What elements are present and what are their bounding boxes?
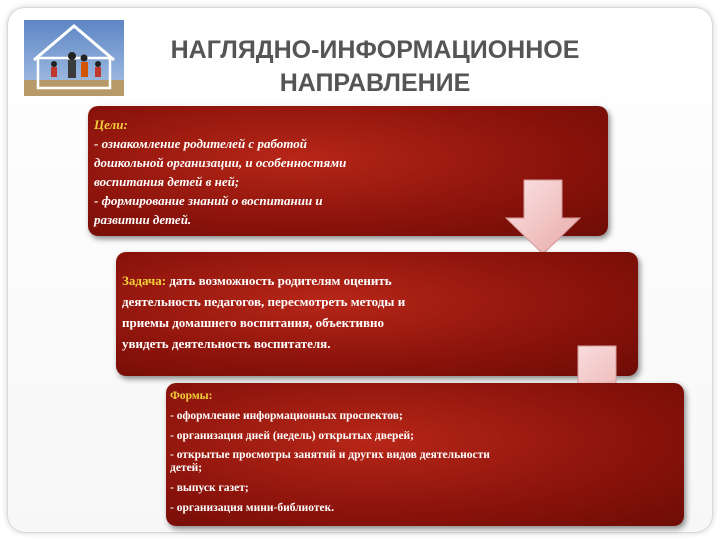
task-box: Задача: дать возможность родителям оцени… — [116, 252, 638, 376]
goals-line: развитии детей. — [94, 212, 192, 227]
task-line: дать возможность родителям оценить — [166, 273, 392, 288]
goals-line: дошкольной организации, и особенностями — [94, 155, 347, 170]
goals-line: воспитания детей в ней; — [94, 174, 240, 189]
down-arrow-icon — [504, 179, 582, 255]
forms-heading: Формы: — [170, 390, 213, 402]
list-item: - оформление информационных проспектов; — [170, 410, 403, 422]
list-item: - организация мини-библиотек. — [170, 502, 335, 514]
list-item: - выпуск газет; — [170, 482, 249, 494]
task-line: приемы домашнего воспитания, объективно — [122, 315, 385, 330]
goals-line: - ознакомление родителей с работой — [94, 136, 307, 151]
list-item: - организация дней (недель) открытых две… — [170, 430, 414, 442]
list-item: - открытые просмотры занятий и других ви… — [170, 449, 490, 474]
goals-line: - формирование знаний о воспитании и — [94, 193, 323, 208]
task-line: деятельность педагогов, пересмотреть мет… — [122, 294, 406, 309]
forms-box: Формы: - оформление информационных просп… — [166, 383, 684, 526]
page-title: НАГЛЯДНО-ИНФОРМАЦИОННОЕ НАПРАВЛЕНИЕ — [140, 34, 610, 100]
task-heading: Задача: — [122, 273, 167, 288]
task-line: увидеть деятельность воспитателя. — [122, 336, 331, 351]
family-house-icon — [24, 20, 124, 96]
title-line-1: НАГЛЯДНО-ИНФОРМАЦИОННОЕ — [170, 36, 580, 64]
title-line-2: НАПРАВЛЕНИЕ — [279, 69, 471, 97]
goals-box: Цели: - ознакомление родителей с работой… — [88, 106, 608, 236]
goals-heading: Цели: — [94, 117, 128, 132]
